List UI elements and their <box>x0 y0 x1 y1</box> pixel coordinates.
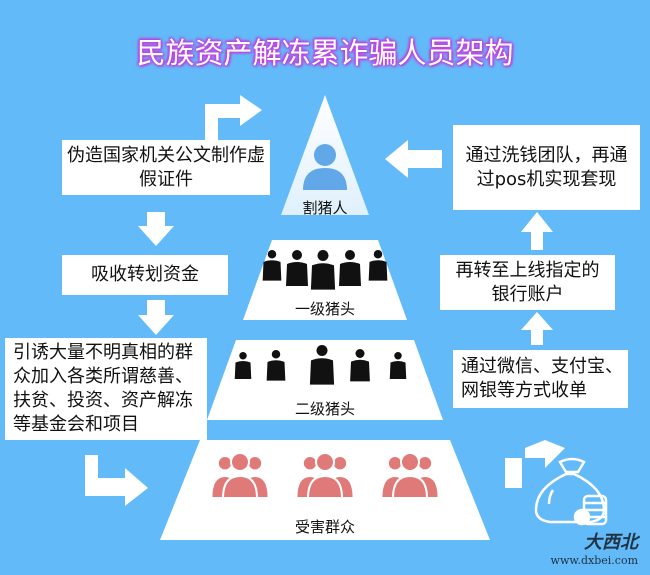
step-lure-victims: 引诱大量不明真相的群众加入各类所谓慈善、扶贫、投资、资产解冻等基金会和项目 <box>5 338 207 440</box>
boss-silhouette <box>310 250 336 290</box>
boss-silhouette <box>339 250 361 286</box>
step-absorb-funds: 吸收转划资金 <box>62 255 228 295</box>
watermark-url: www.dxbei.com <box>550 554 638 567</box>
step-forge-documents: 伪造国家机关公文制作虚假证件 <box>62 140 270 195</box>
boss-silhouette <box>234 352 252 379</box>
victim-group-icons <box>210 452 440 499</box>
arrow-left-icon <box>385 140 442 178</box>
arrow-up-icon <box>521 212 553 250</box>
victim-group-icon <box>210 452 270 499</box>
boss-silhouette <box>286 250 308 286</box>
step-collect-payments: 通过微信、支付宝、网银等方式收单 <box>453 350 628 408</box>
watermark-logo: 大西北 www.dxbei.com <box>551 528 638 567</box>
boss-silhouette <box>262 250 282 281</box>
boss-silhouette <box>309 345 335 385</box>
victim-group-icon <box>380 452 440 499</box>
arrow-up-right-icon <box>505 440 565 488</box>
tier-label-level1: 一级猪头 <box>294 300 355 318</box>
boss-silhouettes-level2 <box>234 345 407 385</box>
boss-silhouette <box>368 250 388 281</box>
arrow-up-icon <box>521 312 553 345</box>
page-title: 民族资产解冻累诈骗人员架构 <box>136 36 514 70</box>
tier-label-top: 割猪人 <box>302 199 348 217</box>
victim-group-icon <box>295 452 355 499</box>
watermark-name: 大西北 <box>584 532 638 553</box>
arrow-down-icon <box>138 212 174 246</box>
boss-silhouettes-level1 <box>262 250 388 290</box>
boss-silhouette <box>350 349 370 382</box>
boss-silhouette <box>266 350 286 381</box>
tier-label-level2: 二级猪头 <box>294 400 355 418</box>
step-transfer-account: 再转至上线指定的银行账户 <box>440 255 615 310</box>
money-bag-icon <box>534 457 608 526</box>
arrow-down-icon <box>138 300 174 335</box>
step-cash-out: 通过洗钱团队，再通过pos机实现套现 <box>453 125 640 210</box>
person-icon <box>303 144 347 190</box>
arrow-curved-icon <box>205 95 262 140</box>
arrow-curved-right-icon <box>85 455 148 506</box>
tier-label-bottom: 受害群众 <box>294 518 355 536</box>
boss-silhouette <box>389 352 407 379</box>
